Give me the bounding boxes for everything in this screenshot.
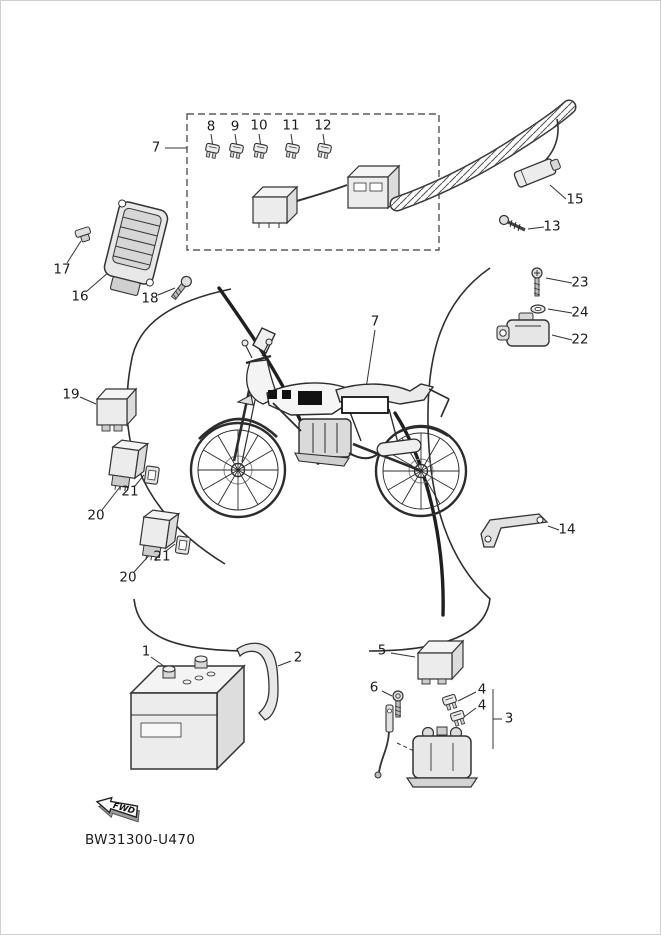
callout-14: 14 xyxy=(558,521,576,538)
fuse-4a-icon xyxy=(441,693,460,712)
callout-23: 23 xyxy=(571,274,589,291)
fwd-direction-arrow: FWD xyxy=(95,796,140,823)
callout-10: 10 xyxy=(250,117,268,134)
wire-harness-15 xyxy=(389,99,577,212)
bolt-6 xyxy=(392,690,404,718)
fuse-11-icon xyxy=(283,142,301,160)
bracket-14 xyxy=(480,513,549,548)
screw-13 xyxy=(498,214,526,232)
battery-1 xyxy=(129,655,246,771)
callout-12: 12 xyxy=(314,117,332,134)
fuse-9-icon xyxy=(227,142,245,160)
relay-box-icon xyxy=(282,390,291,399)
callout-7-harness: 7 xyxy=(370,313,380,330)
callout-11: 11 xyxy=(282,117,300,134)
callout-5: 5 xyxy=(377,642,387,659)
relay-19 xyxy=(95,387,138,432)
fuse-4b-icon xyxy=(449,709,468,728)
relay-box-a xyxy=(251,185,299,228)
fuse-10-icon xyxy=(251,142,269,160)
callout-17: 17 xyxy=(53,261,71,278)
callout-4-b: 4 xyxy=(477,697,487,714)
relay-5 xyxy=(416,639,465,685)
callout-9: 9 xyxy=(230,118,240,135)
callout-16: 16 xyxy=(71,288,89,305)
fuse-8-icon xyxy=(203,142,221,160)
harness-connector-15 xyxy=(513,158,561,188)
callout-1: 1 xyxy=(141,643,151,660)
callout-2: 2 xyxy=(293,649,303,666)
callout-13: 13 xyxy=(543,218,561,235)
rectifier-16 xyxy=(103,199,169,296)
bolt-18 xyxy=(170,275,192,301)
switch-22 xyxy=(496,312,550,347)
callout-21-a: 21 xyxy=(121,483,139,500)
fuse-box-group xyxy=(186,113,440,251)
callout-8: 8 xyxy=(206,118,216,135)
callout-7-fusebox: 7 xyxy=(151,139,161,156)
screw-23 xyxy=(531,267,543,297)
callout-22: 22 xyxy=(571,331,589,348)
callout-4-a: 4 xyxy=(477,681,487,698)
ecu-box-icon xyxy=(268,390,277,399)
callout-15: 15 xyxy=(566,191,584,208)
callout-20-a: 20 xyxy=(87,507,105,524)
battery-strap-2 xyxy=(236,642,279,721)
wire-lead-6 xyxy=(374,704,394,779)
relay-box-b xyxy=(346,164,401,210)
fuse-12-icon xyxy=(315,142,333,160)
washer-24 xyxy=(530,304,546,314)
clip-17 xyxy=(74,226,91,243)
battery-terminals xyxy=(162,655,208,679)
callout-6: 6 xyxy=(369,679,379,696)
callout-20-b: 20 xyxy=(119,569,137,586)
harness-location-marker xyxy=(298,391,322,405)
motorcycle-illustration xyxy=(189,327,468,519)
starter-relay-3 xyxy=(405,726,479,788)
leader-lines xyxy=(66,133,573,752)
part-7-location-box xyxy=(341,396,389,414)
callout-24: 24 xyxy=(571,304,589,321)
callout-19: 19 xyxy=(62,386,80,403)
callout-18: 18 xyxy=(141,290,159,307)
callout-3: 3 xyxy=(504,710,514,727)
callout-21-b: 21 xyxy=(153,548,171,565)
drawing-number: BW31300-U470 xyxy=(85,832,196,848)
